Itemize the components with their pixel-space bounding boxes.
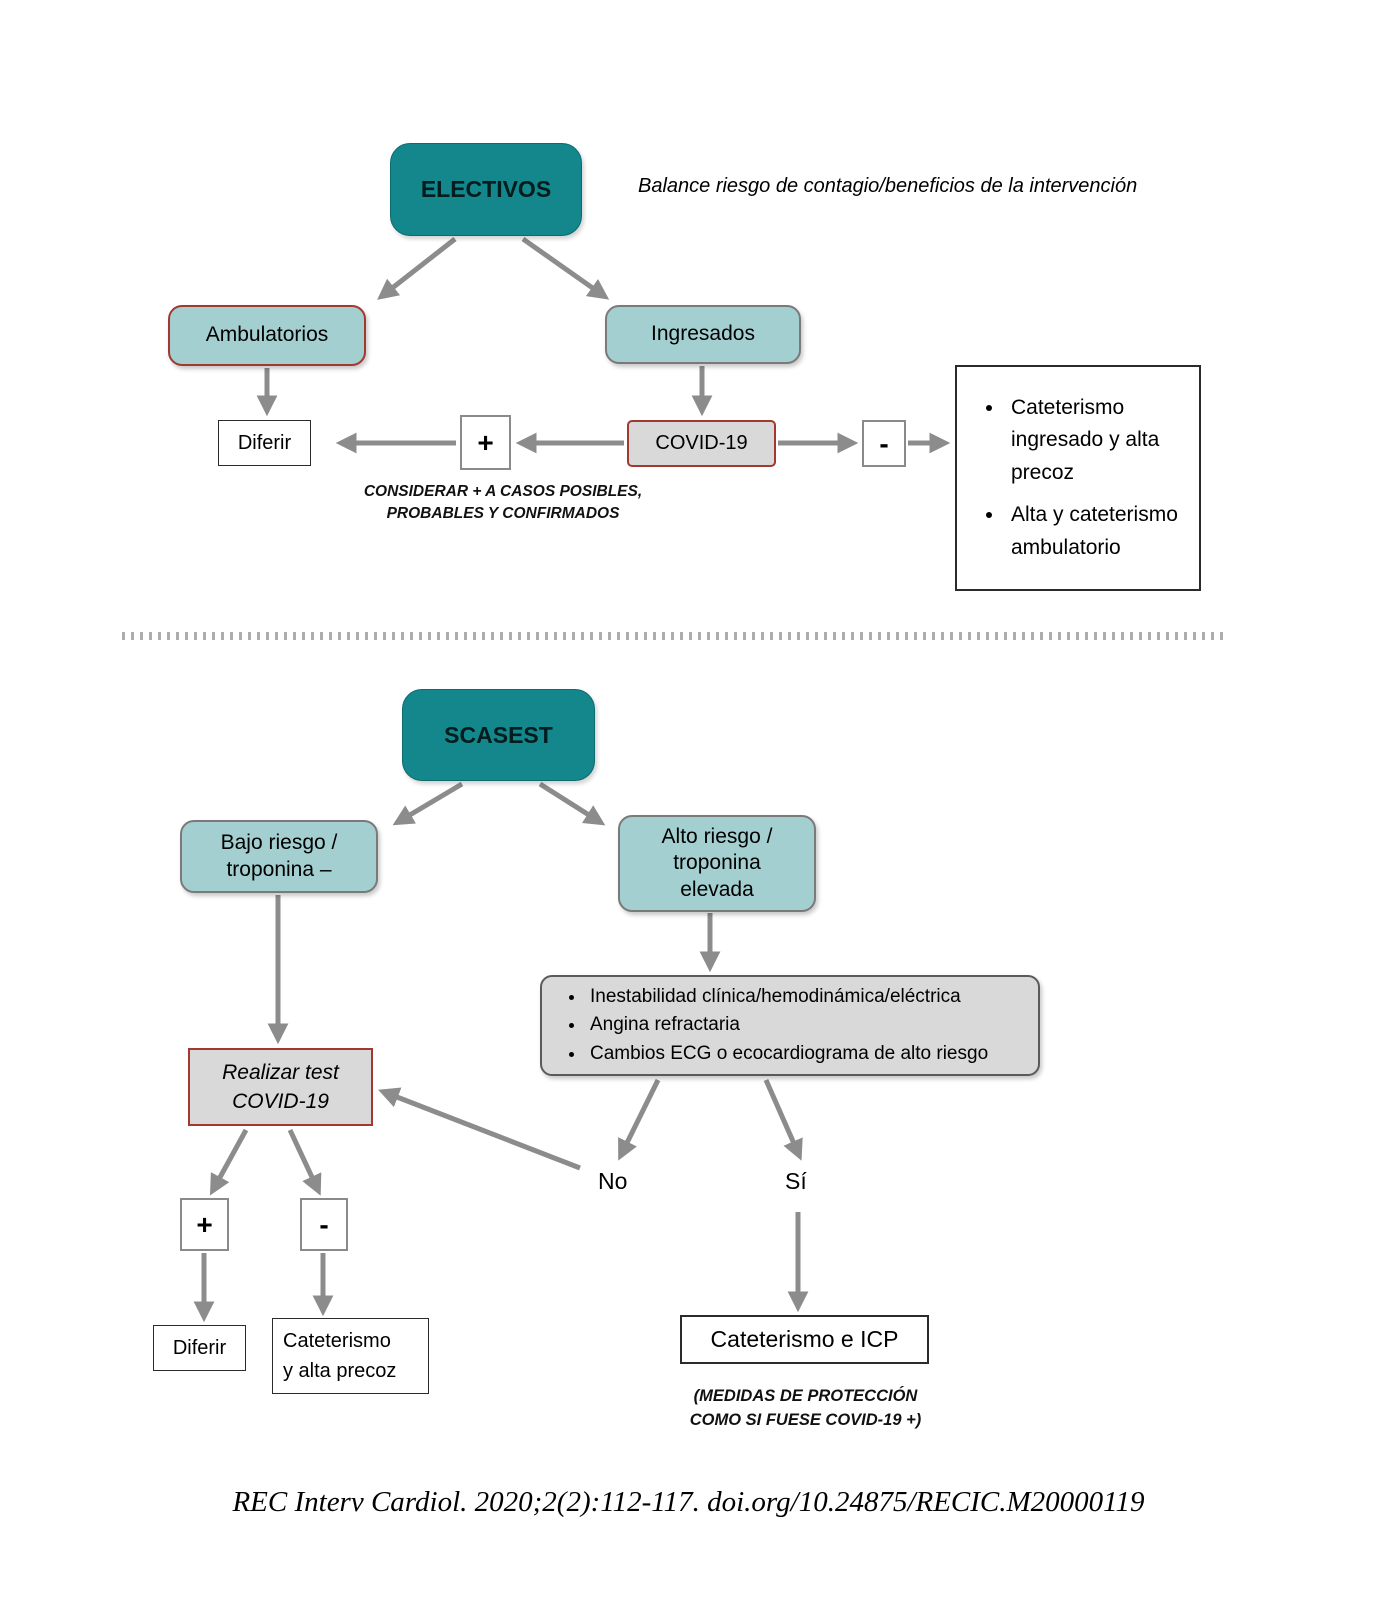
test-positive-label: + <box>196 1208 213 1240</box>
electivos-node: ELECTIVOS <box>390 143 582 236</box>
covid-label: COVID-19 <box>655 432 748 454</box>
arrow-criteria-no <box>618 1078 661 1161</box>
covid-test-line1: Realizar test <box>222 1060 339 1084</box>
no-label: No <box>598 1168 628 1194</box>
arrow-criteria-si <box>763 1078 803 1161</box>
covid-negative-node: - <box>862 420 906 467</box>
covid-negative-label: - <box>879 427 889 459</box>
bajo-riesgo-line2: troponina – <box>226 857 332 881</box>
protection-note-line1: (MEDIDAS DE PROTECCIÓN <box>693 1387 918 1405</box>
criteria-node: Inestabilidad clínica/hemodinámica/eléct… <box>540 975 1040 1076</box>
diferir-top-label: Diferir <box>237 431 292 454</box>
criteria-item: Cambios ECG o ecocardiograma de alto rie… <box>586 1040 988 1069</box>
arrow-test-minus <box>287 1128 322 1196</box>
protection-note-line2: COMO SI FUESE COVID-19 +) <box>689 1410 922 1429</box>
covid-test-node: Realizar test COVID-19 <box>188 1048 373 1126</box>
scasest-label: SCASEST <box>444 721 553 748</box>
ambulatorios-label: Ambulatorios <box>205 323 329 347</box>
alto-riesgo-line2: troponina <box>673 851 761 875</box>
outcome-item: Alta y cateterismo ambulatorio <box>1005 499 1191 564</box>
outcome-item: Cateterismo ingresado y alta precoz <box>1005 392 1191 490</box>
test-negative-node: - <box>300 1198 348 1251</box>
consider-note-line2: PROBABLES Y CONFIRMADOS <box>386 505 620 523</box>
balance-note: Balance riesgo de contagio/beneficios de… <box>638 175 1138 197</box>
diferir-bottom-node: Diferir <box>153 1325 246 1371</box>
ingresados-label: Ingresados <box>651 322 755 346</box>
test-positive-node: + <box>180 1198 229 1251</box>
electivos-label: ELECTIVOS <box>420 176 552 202</box>
si-label: Sí <box>785 1168 807 1194</box>
negative-outcomes-node: Cateterismo ingresado y alta precoz Alta… <box>955 365 1201 591</box>
arrow-test-plus <box>209 1128 249 1196</box>
covid-test-line2: COVID-19 <box>232 1090 329 1113</box>
arrow-electivos-ingresados <box>521 236 610 300</box>
ingresados-node: Ingresados <box>605 305 801 364</box>
alto-riesgo-line1: Alto riesgo / <box>661 825 773 849</box>
cath-icp-node: Cateterismo e ICP <box>680 1315 929 1364</box>
citation: REC Interv Cardiol. 2020;2(2):112-117. d… <box>232 1486 1145 1518</box>
cath-icp-label: Cateterismo e ICP <box>710 1326 899 1352</box>
criteria-item: Inestabilidad clínica/hemodinámica/eléct… <box>586 983 988 1012</box>
scasest-node: SCASEST <box>402 689 595 781</box>
cath-discharge-node: Cateterismo y alta precoz <box>272 1318 429 1394</box>
ambulatorios-node: Ambulatorios <box>168 305 366 366</box>
diferir-top-node: Diferir <box>218 420 311 466</box>
covid-positive-label: + <box>477 426 494 458</box>
bajo-riesgo-line1: Bajo riesgo / <box>220 831 338 855</box>
consider-note-line1: CONSIDERAR + A CASOS POSIBLES, <box>363 483 643 500</box>
arrow-scasest-alto <box>538 781 606 826</box>
covid-node: COVID-19 <box>627 420 776 467</box>
covid-positive-node: + <box>460 415 511 470</box>
arrow-no-test <box>378 1087 581 1171</box>
diferir-bottom-label: Diferir <box>172 1336 227 1359</box>
negative-outcomes-list: Cateterismo ingresado y alta precoz Alta… <box>965 382 1191 575</box>
alto-riesgo-line3: elevada <box>680 877 754 901</box>
criteria-list: Inestabilidad clínica/hemodinámica/eléct… <box>552 983 988 1069</box>
protection-note: (MEDIDAS DE PROTECCIÓN COMO SI FUESE COV… <box>648 1385 963 1433</box>
bajo-riesgo-node: Bajo riesgo / troponina – <box>180 820 378 893</box>
cath-discharge-line1: Cateterismo <box>283 1330 391 1352</box>
cath-discharge-line2: y alta precoz <box>283 1360 397 1382</box>
arrow-electivos-ambulatorios <box>377 237 457 300</box>
criteria-item: Angina refractaria <box>586 1011 988 1040</box>
test-negative-label: - <box>319 1208 329 1240</box>
arrow-scasest-bajo <box>392 781 464 826</box>
alto-riesgo-node: Alto riesgo / troponina elevada <box>618 815 816 912</box>
consider-note: CONSIDERAR + A CASOS POSIBLES, PROBABLES… <box>330 481 676 526</box>
